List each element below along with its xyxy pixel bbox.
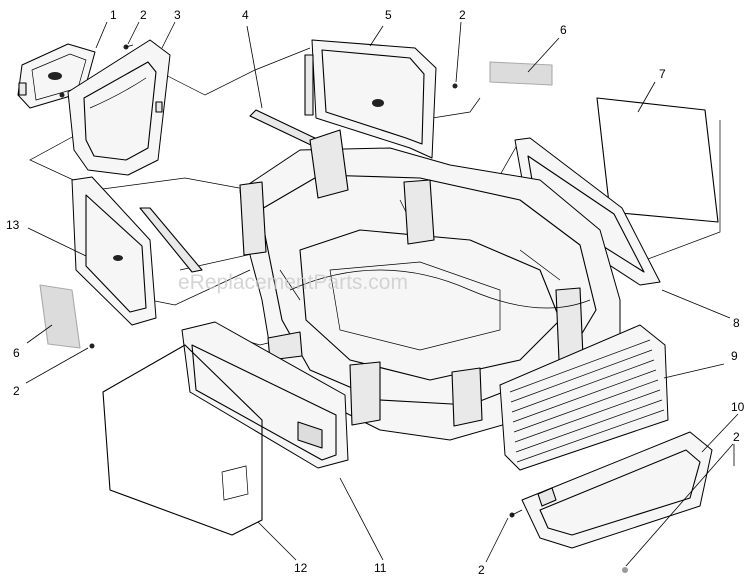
bolt-icon — [509, 509, 523, 518]
part-7-decal-sheet — [596, 97, 719, 223]
callout-labels: 1 2 3 4 5 2 6 7 13 6 8 2 9 10 2 12 11 2 — [6, 8, 745, 577]
chassis-frame — [239, 129, 621, 441]
callout-4: 4 — [242, 8, 249, 22]
callout-11: 11 — [374, 561, 387, 575]
callout-9: 9 — [731, 349, 738, 363]
watermark: eReplacementParts.com — [178, 271, 408, 294]
callout-2: 2 — [478, 563, 485, 577]
part-10-bumper — [521, 431, 713, 549]
bolt-hardware — [59, 44, 628, 573]
callout-8: 8 — [733, 316, 740, 330]
callout-10: 10 — [731, 400, 745, 414]
leader-lines — [25, 21, 739, 567]
callout-2: 2 — [13, 384, 20, 398]
part-12-lower-decal — [102, 344, 263, 536]
bolt-icon — [622, 567, 628, 573]
bolt-icon — [123, 44, 134, 50]
part-5-hood-panel — [304, 39, 437, 159]
part-11-lower-panel — [181, 321, 349, 469]
part-13-side-panel — [71, 176, 203, 326]
callout-1: 1 — [110, 8, 117, 22]
callout-2: 2 — [140, 8, 147, 22]
callout-2: 2 — [459, 8, 466, 22]
bolt-icon — [452, 83, 458, 89]
part-9-grille — [499, 324, 669, 471]
part-6-decal-top — [489, 61, 553, 86]
callout-13: 13 — [6, 218, 20, 232]
callout-6: 6 — [560, 23, 567, 37]
bolt-icon — [89, 343, 95, 349]
callout-12: 12 — [294, 561, 308, 575]
part-3-dash-panel — [67, 39, 171, 176]
callout-3: 3 — [174, 8, 181, 22]
callout-2: 2 — [733, 430, 740, 444]
callout-6: 6 — [13, 346, 20, 360]
callout-5: 5 — [385, 8, 392, 22]
bolt-icon — [59, 92, 65, 98]
part-6-decal-left — [39, 284, 81, 349]
callout-7: 7 — [659, 67, 666, 81]
